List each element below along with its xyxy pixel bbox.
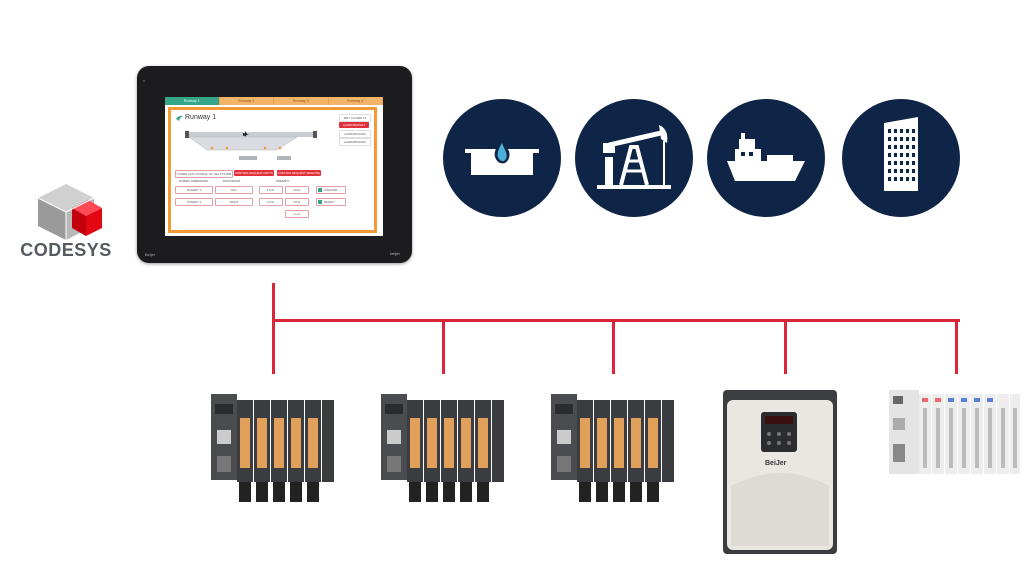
network-drop-4 (784, 319, 787, 374)
network-drop-3 (612, 319, 615, 374)
runway-title: Runway 1 (185, 114, 217, 121)
ship-icon (707, 99, 825, 217)
alarm-button-1[interactable]: ALARM BUDGET (339, 122, 369, 128)
col-head-daytonight: DAY/TONIGHT (223, 180, 241, 183)
hmi-screen[interactable]: Runway 1 Runway 2 Runway 3 Runway 4 Runw… (165, 97, 383, 236)
night-button[interactable]: NIGHT (215, 198, 253, 206)
codesys-wordmark: CODESYS (20, 240, 112, 260)
tab-runway-4[interactable]: Runway 4 (328, 97, 383, 105)
col-head-operations: RUNWAY OPERATIONS (179, 180, 208, 183)
network-trunk-line (272, 283, 275, 374)
intensity-4[interactable]: 4 R.H. (285, 198, 309, 206)
building-icon (842, 99, 960, 217)
hmi-tab-bar: Runway 1 Runway 2 Runway 3 Runway 4 (165, 97, 383, 105)
runway-op-1[interactable]: RUNWAY 1 (175, 186, 213, 194)
plc-controller-1 (209, 390, 335, 504)
frequency-drive: BeiJer (721, 390, 839, 554)
intensity-3[interactable]: 3 R.H. (285, 186, 309, 194)
network-drop-5 (955, 319, 958, 374)
runway-op-2[interactable]: SUNWAY 2 (175, 198, 213, 206)
confirm-label: CONFIRM (324, 188, 338, 192)
drive-brand-label: BeiJer (765, 460, 787, 467)
alarm-button-3[interactable]: ALARM BUDGET (339, 138, 371, 146)
network-bus-line (272, 319, 960, 322)
reject-label: REJECT (324, 200, 335, 204)
day-button[interactable]: DAY (215, 186, 253, 194)
tab-runway-1[interactable]: Runway 1 (165, 97, 220, 105)
network-drop-2 (442, 319, 445, 374)
tower-status: TOWER HAS CONTROL OF THE SYSTEM (175, 170, 233, 178)
runway-diagram (185, 131, 317, 160)
alarm-button-2[interactable]: ALARM BUDGET (339, 130, 371, 138)
codesys-logo (10, 182, 122, 262)
intensity-extra[interactable]: 1 L.H. (285, 210, 309, 218)
x-icon (318, 200, 322, 204)
tab-runway-2[interactable]: Runway 2 (219, 97, 274, 105)
runway-panel: Runway 1 RWY CLOSED 01 ALARM BUDGET ALAR… (168, 107, 377, 233)
intensity-1[interactable]: 1 R.H. (259, 186, 283, 194)
bird-icon (176, 115, 183, 121)
oil-pump-icon (575, 99, 693, 217)
plc-controller-3 (549, 390, 675, 504)
control-request-spot[interactable]: CONTROL REQUEST (SPOT) (234, 170, 274, 176)
col-head-intensity: INTENSITY (276, 180, 290, 183)
water-icon (443, 99, 561, 217)
plc-controller-2 (379, 390, 505, 504)
intensity-2[interactable]: 2 R.H. (259, 198, 283, 206)
check-icon (318, 188, 322, 192)
hmi-brand-right: beijer (390, 251, 400, 256)
hmi-camera-dot (143, 80, 145, 82)
hmi-panel: Runway 1 Runway 2 Runway 3 Runway 4 Runw… (137, 66, 412, 263)
hmi-brand-left: Beijer (145, 252, 156, 257)
confirm-button[interactable]: CONFIRM (316, 186, 346, 194)
rwy-closed-button[interactable]: RWY CLOSED 01 (339, 114, 371, 122)
reject-button[interactable]: REJECT (316, 198, 346, 206)
control-request-remote[interactable]: CONTROL REQUEST (REMOTE) (277, 170, 321, 176)
io-module (889, 388, 1021, 476)
tab-runway-3[interactable]: Runway 3 (274, 97, 329, 105)
